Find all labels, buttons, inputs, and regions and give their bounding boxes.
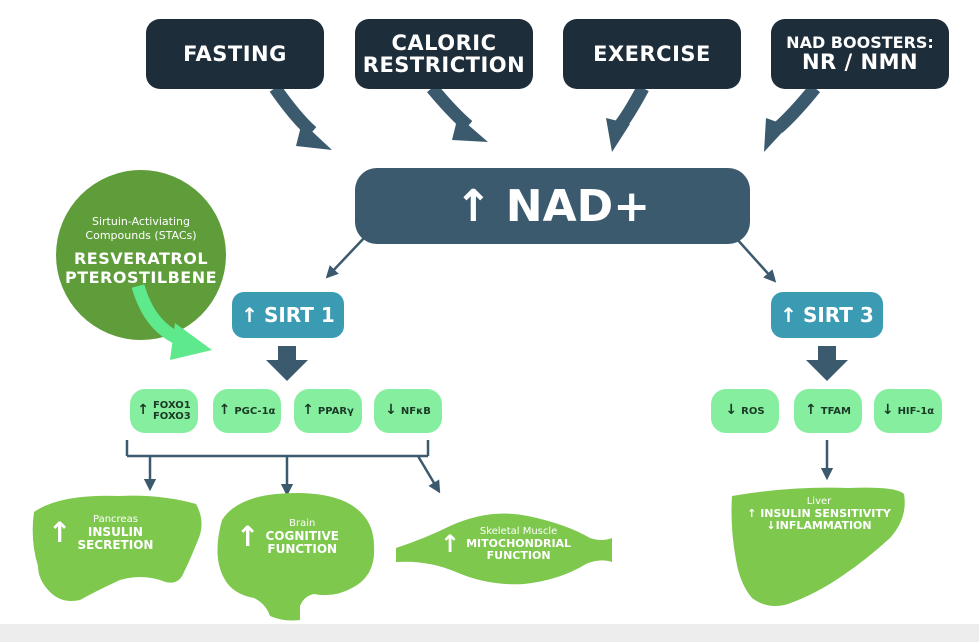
- stimulus-fasting: FASTING: [146, 19, 324, 89]
- up-arrow-icon: ↑: [302, 402, 314, 419]
- sirt1-down-arrow: [266, 346, 308, 381]
- stac-compound-1: RESVERATROL: [73, 248, 209, 268]
- organ-name: Skeletal Muscle: [479, 526, 558, 537]
- up-arrow-icon: ↑: [241, 303, 258, 327]
- stimulus-nad-boosters: NAD BOOSTERS: NR / NMN: [771, 19, 949, 89]
- pill-pgc1a: ↑ PGC-1α: [213, 389, 281, 433]
- pancreas-icon: [32, 495, 202, 601]
- stac-subtitle-line1: Sirtuin-Activiating: [92, 215, 190, 228]
- organ-name: Pancreas: [92, 514, 138, 525]
- organ-function-line1: INSULIN: [87, 524, 143, 539]
- stac-arrow-icon: [131, 284, 212, 360]
- skeletal-muscle-icon: [396, 513, 612, 585]
- pill-tfam: ↑ TFAM: [794, 389, 862, 433]
- pancreas-label: ↑ Pancreas INSULIN SECRETION: [48, 514, 188, 553]
- liver-icon: [731, 487, 905, 606]
- organ-function-line1: ↑ INSULIN SENSITIVITY: [747, 506, 891, 520]
- pill-foxo: ↑ FOXO1 FOXO3: [130, 389, 198, 433]
- up-arrow-icon: ↑: [805, 402, 817, 419]
- stimulus-arrowheads: [296, 116, 788, 152]
- pill-label-line2: FOXO3: [152, 411, 191, 422]
- organ-function-line2: SECRETION: [77, 538, 154, 553]
- pill-label: ROS: [741, 405, 765, 417]
- sirt3-down-arrow: [806, 346, 848, 381]
- up-arrow-icon: ↑: [454, 180, 492, 232]
- brain-label: ↑ Brain COGNITIVE FUNCTION: [236, 518, 366, 557]
- nad-to-sirt3-arrow: [735, 237, 777, 283]
- sirt1-box: ↑ SIRT 1: [232, 292, 344, 338]
- sirt3-label: SIRT 3: [802, 303, 874, 327]
- nad-label: NAD+: [505, 180, 651, 232]
- stac-compound-2: PTEROSTILBENE: [64, 267, 218, 287]
- pill-label: NFκB: [400, 405, 431, 417]
- up-arrow-icon: ↑: [137, 402, 149, 419]
- down-arrow-icon: ↓: [725, 402, 738, 419]
- nad-to-sirt1-arrow: [325, 237, 365, 279]
- pill-label: HIF-1α: [897, 405, 935, 417]
- stac-subtitle-line2: Compounds (STACs): [85, 228, 197, 242]
- brain-icon: [217, 493, 375, 621]
- pill-label: TFAM: [820, 405, 851, 417]
- stac-circle: Sirtuin-Activiating Compounds (STACs) RE…: [56, 170, 226, 340]
- organ-function-line1: MITOCHONDRIAL: [466, 536, 572, 550]
- liver-label: Liver ↑ INSULIN SENSITIVITY ↓INFLAMMATIO…: [744, 496, 894, 533]
- organ-function-line2: ↓INFLAMMATION: [766, 519, 872, 533]
- up-arrow-icon: ↑: [218, 402, 231, 419]
- stimulus-exercise: EXERCISE: [563, 19, 741, 89]
- stimulus-label-line1: NAD BOOSTERS:: [786, 32, 934, 52]
- up-arrow-icon: ↑: [780, 303, 797, 327]
- pill-label: PPARγ: [317, 405, 354, 417]
- organ-function-line2: FUNCTION: [486, 549, 551, 563]
- sirt3-box: ↑ SIRT 3: [771, 292, 883, 338]
- pill-label-line1: FOXO1: [152, 400, 191, 411]
- bottom-bar: [0, 624, 979, 642]
- stimulus-label: FASTING: [183, 41, 287, 66]
- sirt1-label: SIRT 1: [263, 303, 335, 327]
- stimulus-label-line2: RESTRICTION: [362, 53, 526, 77]
- pill-nfkb: ↓ NFκB: [374, 389, 442, 433]
- down-arrow-icon: ↓: [385, 402, 397, 419]
- stimulus-caloric-restriction: CALORIC RESTRICTION: [355, 19, 533, 89]
- up-arrow-icon: ↑: [236, 520, 260, 554]
- pill-label: PGC-1α: [234, 405, 276, 417]
- sirt1-bracket: [125, 440, 441, 497]
- down-arrow-icon: ↓: [881, 402, 894, 419]
- pill-ros: ↓ ROS: [711, 389, 779, 433]
- organ-function-line2: FUNCTION: [267, 542, 338, 557]
- up-arrow-icon: ↑: [440, 529, 461, 558]
- pill-ppar: ↑ PPARγ: [294, 389, 362, 433]
- stimulus-label-line2: NR / NMN: [801, 50, 919, 75]
- organ-function-line1: COGNITIVE: [265, 528, 339, 543]
- up-arrow-icon: ↑: [48, 516, 72, 550]
- muscle-label: ↑ Skeletal Muscle MITOCHONDRIAL FUNCTION: [440, 526, 590, 563]
- pill-hif1a: ↓ HIF-1α: [874, 389, 942, 433]
- organ-name: Liver: [806, 496, 832, 507]
- stimulus-label: EXERCISE: [593, 41, 711, 66]
- stimulus-label-line1: CALORIC: [391, 30, 497, 55]
- organ-name: Brain: [289, 518, 316, 529]
- nad-box: ↑ NAD+: [355, 168, 750, 244]
